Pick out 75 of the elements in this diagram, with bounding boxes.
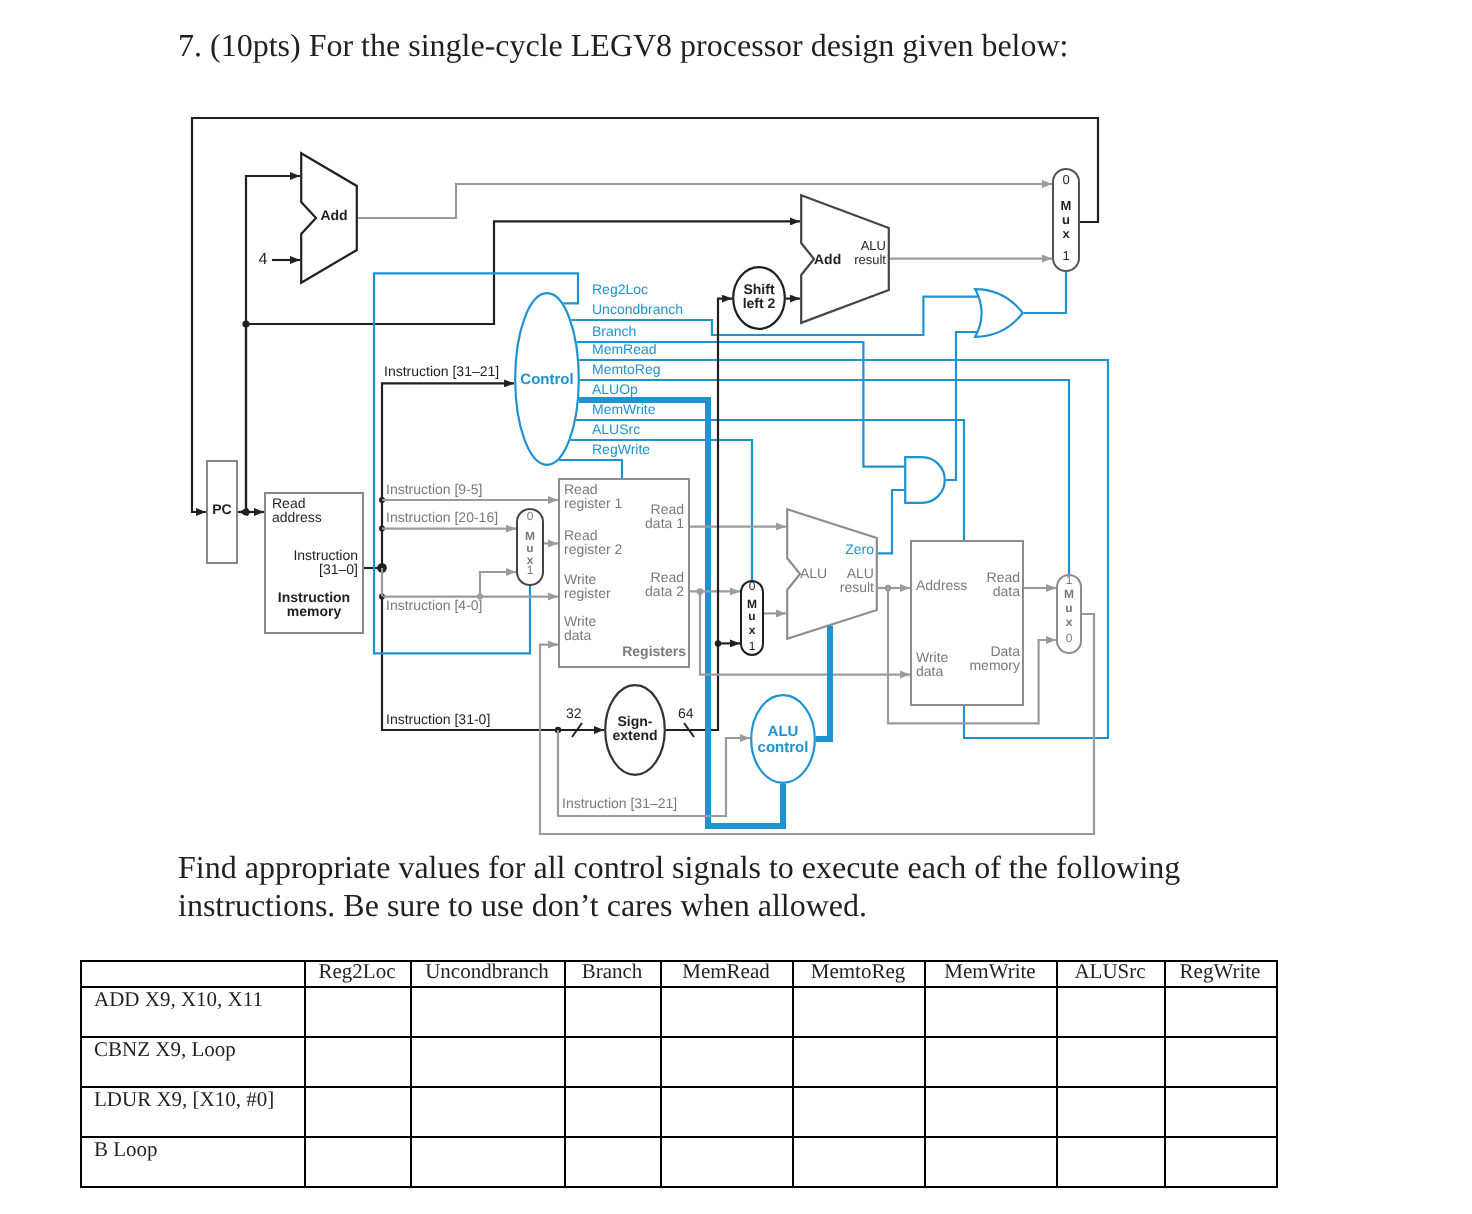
shift-left-unit	[732, 266, 786, 330]
arrow	[538, 612, 1096, 836]
multiplexer	[1052, 168, 1080, 272]
arrow	[382, 496, 558, 504]
arrow	[716, 294, 732, 644]
adder	[300, 152, 358, 284]
adder	[800, 194, 890, 324]
connector-line	[666, 643, 720, 732]
column-header: ALUSrc	[1074, 961, 1146, 985]
connector-line	[816, 625, 833, 742]
arrow	[1024, 584, 1056, 592]
data-memory	[910, 540, 1024, 706]
arrow	[544, 539, 558, 548]
multiplexer	[516, 508, 544, 586]
arrow	[238, 508, 264, 516]
row-header: CBNZ X9, Loop	[94, 1039, 236, 1063]
connector-line	[878, 488, 904, 555]
arrow	[890, 254, 1052, 263]
alu-control-unit	[750, 694, 816, 784]
arrow	[786, 294, 800, 303]
arrow	[558, 726, 604, 734]
arrow	[358, 180, 1052, 220]
connector-line	[372, 272, 580, 655]
column-header: Reg2Loc	[318, 961, 396, 985]
arrow	[698, 591, 910, 679]
question-title: 7. (10pts) For the single-cycle LEGV8 processor design given below:	[178, 30, 1069, 66]
arrow	[700, 587, 740, 596]
connector-line	[1024, 272, 1068, 315]
row-header: LDUR X9, [X10, #0]	[94, 1089, 275, 1113]
connector-line	[559, 458, 624, 478]
arrow	[764, 609, 786, 618]
sign-extend-unit	[604, 684, 666, 776]
multiplexer	[1056, 574, 1082, 654]
alu	[786, 508, 878, 640]
connector-line	[576, 340, 904, 468]
column-header: Uncondbranch	[425, 961, 549, 985]
or-gate	[974, 288, 1024, 338]
multiplexer	[740, 580, 764, 656]
connector-line	[579, 397, 786, 829]
constant-label: 4	[254, 248, 272, 270]
arrow	[480, 592, 558, 601]
arrow	[690, 522, 786, 531]
connector-line	[571, 295, 978, 337]
row-header: B Loop	[94, 1139, 158, 1163]
connector-line	[380, 500, 384, 529]
and-gate	[904, 456, 946, 504]
arrow	[190, 116, 1100, 516]
connector-line	[380, 596, 558, 732]
instructions-text: Find appropriate values for all control signals to execute each of the following instructions. Be sure to use don’t cares when allowed.	[178, 849, 1183, 925]
connector-line	[580, 378, 1071, 574]
connector-line	[690, 590, 700, 593]
register-file	[558, 478, 690, 668]
column-header: RegWrite	[1179, 961, 1261, 985]
column-header: MemWrite	[944, 961, 1036, 985]
arrow	[556, 730, 750, 818]
connector-line	[380, 528, 384, 568]
arrow	[382, 524, 516, 533]
arrow	[718, 639, 740, 648]
connector-line	[579, 358, 1110, 740]
row-header: ADD X9, X10, X11	[94, 989, 263, 1013]
instruction-memory	[264, 492, 364, 634]
column-header: MemRead	[682, 961, 770, 985]
column-header: Branch	[581, 961, 643, 985]
arrow	[272, 256, 300, 264]
connector-line	[576, 418, 966, 540]
arrow	[478, 568, 516, 597]
connector-line	[570, 438, 754, 580]
column-header: MemtoReg	[810, 961, 906, 985]
connector-line	[380, 568, 384, 597]
arrow	[878, 586, 1056, 725]
program-counter	[206, 460, 238, 564]
control-unit	[514, 292, 580, 466]
arrow	[380, 379, 515, 500]
connector-line	[946, 330, 977, 482]
connector-line	[382, 595, 480, 598]
